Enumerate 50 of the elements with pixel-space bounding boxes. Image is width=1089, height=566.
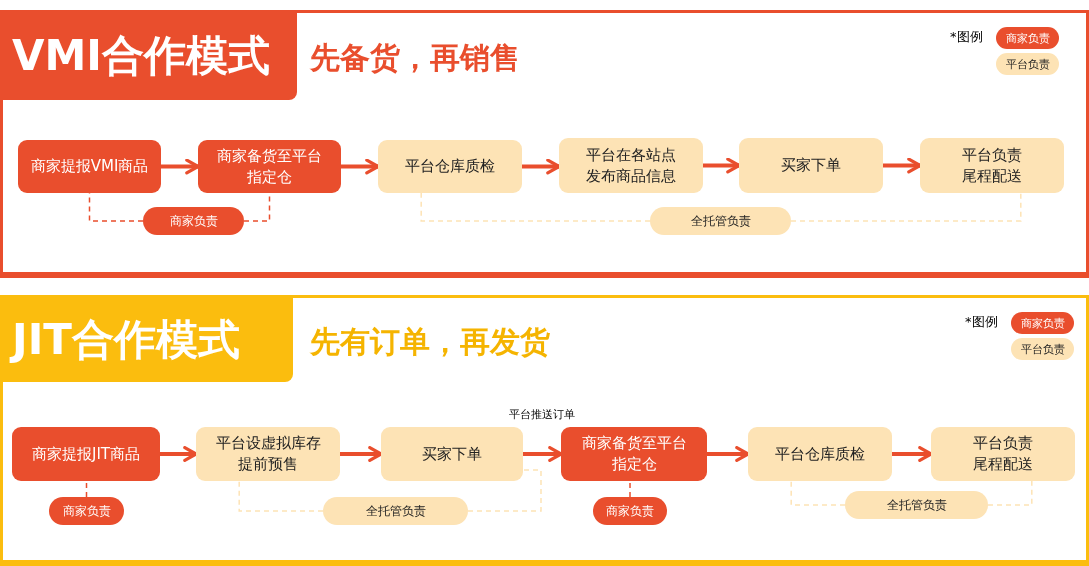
edge-label: 平台推送订单 bbox=[506, 408, 578, 422]
process-box: 商家备货至平台指定仓 bbox=[561, 427, 707, 481]
subtitle: 先有订单，再发货 bbox=[310, 322, 550, 361]
legend-swatch: 商家负责 bbox=[996, 27, 1059, 49]
responsibility-pill: 商家负责 bbox=[49, 497, 124, 525]
responsibility-pill: 全托管负责 bbox=[845, 491, 988, 519]
arrow bbox=[522, 158, 561, 175]
process-box: 平台负责尾程配送 bbox=[920, 138, 1064, 193]
process-box: 商家提报JIT商品 bbox=[12, 427, 160, 481]
process-box: 买家下单 bbox=[739, 138, 883, 193]
leader-line bbox=[790, 192, 1022, 222]
arrow bbox=[160, 446, 198, 462]
panel bbox=[0, 10, 1089, 278]
arrow bbox=[161, 158, 200, 175]
process-box: 商家提报VMI商品 bbox=[18, 140, 161, 193]
legend-title: *图例 bbox=[950, 28, 983, 46]
heading-tab: JIT合作模式 bbox=[0, 297, 293, 382]
legend-swatch: 平台负责 bbox=[996, 53, 1059, 75]
process-box: 平台在各站点发布商品信息 bbox=[559, 138, 703, 193]
legend-title: *图例 bbox=[965, 313, 998, 331]
leader-line bbox=[467, 469, 542, 512]
legend-swatch: 商家负责 bbox=[1011, 312, 1074, 334]
leader-line bbox=[987, 480, 1033, 506]
responsibility-pill: 全托管负责 bbox=[323, 497, 468, 525]
subtitle: 先备货，再销售 bbox=[310, 39, 520, 77]
responsibility-pill: 全托管负责 bbox=[650, 207, 791, 235]
arrow bbox=[707, 446, 750, 462]
panel bbox=[0, 295, 1089, 566]
process-box: 平台负责尾程配送 bbox=[931, 427, 1075, 481]
arrow bbox=[892, 446, 933, 462]
arrow bbox=[703, 157, 741, 174]
process-box: 平台仓库质检 bbox=[748, 427, 892, 481]
leader-line bbox=[629, 480, 631, 498]
responsibility-pill: 商家负责 bbox=[143, 207, 244, 235]
legend-swatch: 平台负责 bbox=[1011, 338, 1074, 360]
responsibility-pill: 商家负责 bbox=[593, 497, 667, 525]
arrow bbox=[523, 446, 563, 462]
process-box: 平台设虚拟库存提前预售 bbox=[196, 427, 340, 481]
arrow bbox=[883, 157, 922, 174]
leader-line bbox=[790, 480, 846, 506]
process-box: 平台仓库质检 bbox=[378, 140, 522, 193]
leader-line bbox=[238, 480, 324, 512]
leader-line bbox=[85, 480, 88, 498]
leader-line bbox=[88, 192, 144, 222]
process-box: 商家备货至平台指定仓 bbox=[198, 140, 341, 193]
heading-tab: VMI合作模式 bbox=[0, 12, 297, 100]
process-box: 买家下单 bbox=[381, 427, 523, 481]
arrow bbox=[341, 158, 380, 175]
leader-line bbox=[420, 192, 651, 222]
arrow bbox=[340, 446, 383, 462]
